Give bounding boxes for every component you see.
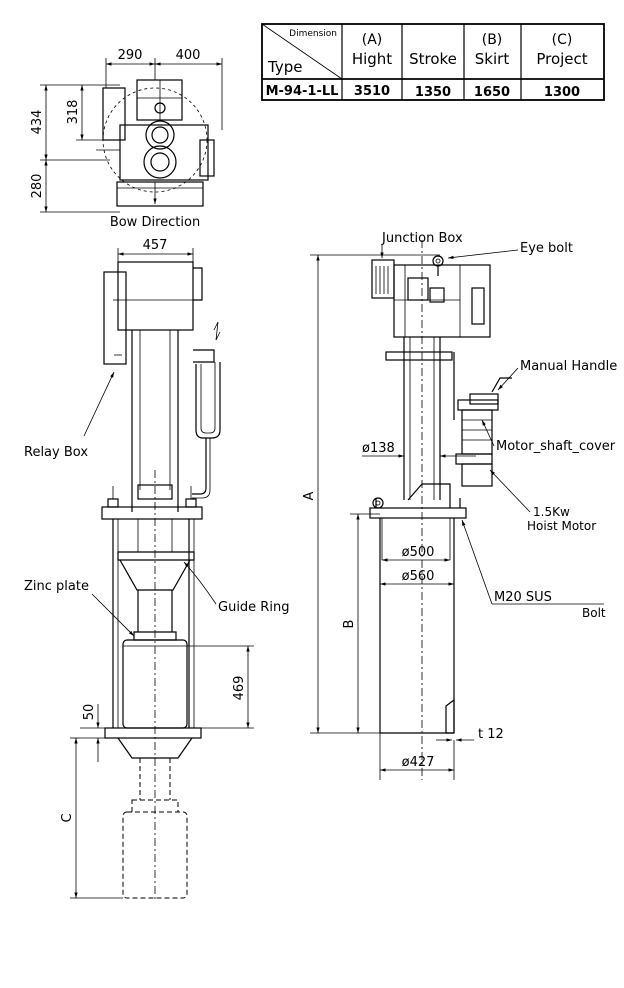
top-view: 290 400 434 318 280 Bow Direction — [30, 48, 223, 230]
table-header-type: Type — [267, 58, 302, 76]
bow-direction-caption: Bow Direction — [110, 215, 200, 230]
dim-280-label: 280 — [30, 174, 45, 199]
table-value-skirt: 1650 — [474, 85, 510, 100]
hoist-motor-label-1: 1.5Kw — [533, 505, 570, 519]
side-view: A B Junction Box Eye bolt — [302, 231, 617, 780]
m20-bolt-label-2: Bolt — [582, 606, 606, 620]
table-col-a-top: (A) — [362, 32, 383, 48]
manual-handle-label: Manual Handle — [520, 359, 617, 374]
table-col-c-top: (C) — [552, 32, 573, 48]
relay-box-label: Relay Box — [24, 445, 88, 460]
dia-427-label: ø427 — [402, 755, 435, 770]
m20-bolt-label-1: M20 SUS — [494, 590, 552, 605]
front-view: 457 Relay Box — [24, 238, 289, 900]
table-value-project: 1300 — [544, 85, 580, 100]
table-row-type: M-94-1-LL — [266, 84, 339, 99]
table-col-b-label: Skirt — [475, 50, 510, 68]
dim-469-label: 469 — [232, 676, 247, 701]
table-col-stroke-label: Stroke — [409, 50, 457, 68]
guide-ring-label: Guide Ring — [218, 600, 289, 615]
table-col-b-top: (B) — [482, 32, 503, 48]
table-col-a-label: Hight — [352, 50, 392, 68]
dim-b-label: B — [342, 620, 357, 629]
table-value-stroke: 1350 — [415, 85, 451, 100]
table-value-hight: 3510 — [354, 84, 390, 99]
zinc-plate-label: Zinc plate — [24, 579, 89, 594]
dim-318-label: 318 — [66, 100, 81, 125]
motor-shaft-cover-label: Motor_shaft_cover — [496, 439, 616, 454]
table-col-c-label: Project — [536, 50, 587, 68]
dim-400-label: 400 — [176, 48, 201, 63]
dim-a-label: A — [302, 491, 317, 500]
spec-table: Dimension Type (A) Hight Stroke (B) Skir… — [261, 23, 605, 101]
junction-box-label: Junction Box — [381, 231, 463, 246]
dim-290-label: 290 — [118, 48, 143, 63]
dim-c-label: C — [60, 813, 75, 822]
dim-457-label: 457 — [143, 238, 168, 253]
eye-bolt-label: Eye bolt — [520, 241, 573, 256]
t12-label: t 12 — [478, 727, 504, 742]
dim-50-label: 50 — [82, 704, 97, 721]
dia-138-label: ø138 — [362, 441, 395, 456]
hoist-motor-label-2: Hoist Motor — [527, 519, 596, 533]
table-header-dimension: Dimension — [289, 29, 337, 39]
dim-434-label: 434 — [30, 110, 45, 135]
dia-560-label: ø560 — [402, 569, 435, 584]
dia-500-label: ø500 — [402, 545, 435, 560]
